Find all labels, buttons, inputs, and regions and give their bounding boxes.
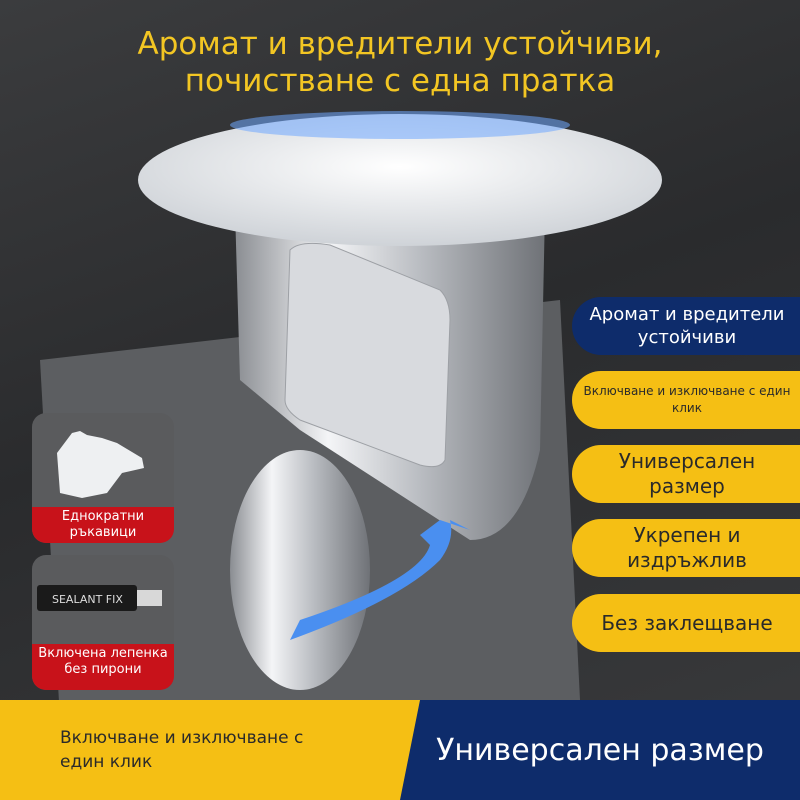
feature-label: Включване и изключване с един клик [583,384,791,415]
feature-label: Укрепен и издръжлив [627,523,747,572]
feature-label: Без заклещване [601,611,773,635]
feature-label: Аромат и вредители устойчиви [589,304,785,348]
headline-line-1: Аромат и вредители устойчиви, [137,26,663,62]
glove-icon [57,431,144,498]
feature-label: Универсален размер [618,449,756,498]
accessory-gloves: Еднократни ръкавици [32,413,174,543]
bottom-banner-left: Включване и изключване с един клик [0,700,440,800]
tube-brand: SEALANT FIX [52,593,123,606]
feature-pill-one-click: Включване и изключване с един клик [572,371,800,429]
headline-line-2: почистване с една пратка [184,63,616,99]
accessory-sealant: SEALANT FIX Включена лепенка без пирони [32,555,174,690]
bottom-left-text: Включване и изключване с един клик [60,728,304,772]
accessory-label: Еднократни ръкавици [32,507,174,543]
seal-disc [138,114,662,246]
feature-pill-reinforced: Укрепен и издръжлив [572,519,800,577]
sealant-tube-icon: SEALANT FIX [37,585,162,611]
blue-arrow-icon [290,520,470,640]
feature-pill-scent-pest: Аромат и вредители устойчиви [572,297,800,355]
feature-pill-universal: Универсален размер [572,445,800,503]
bottom-banner-right: Универсален размер [400,700,800,800]
accessory-label: Включена лепенка без пирони [32,644,174,690]
drain-door [284,242,451,468]
feature-pill-no-jam: Без заклещване [572,594,800,652]
flap-lid [230,450,370,690]
disc-glow [230,111,570,139]
